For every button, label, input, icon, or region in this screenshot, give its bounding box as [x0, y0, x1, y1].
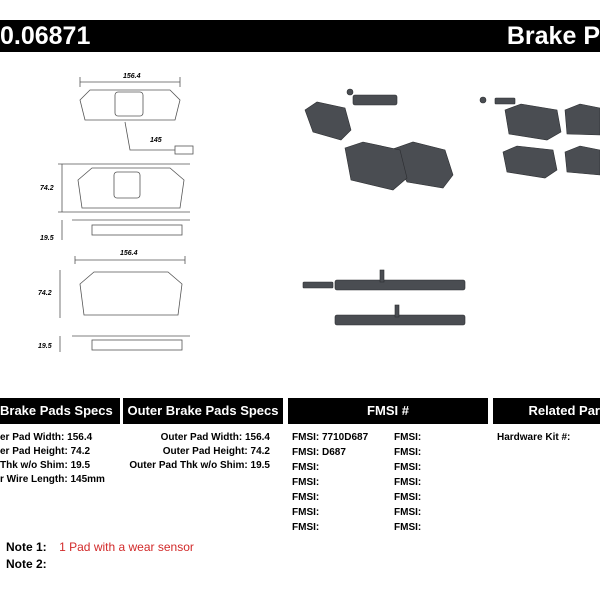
pad-set-side — [302, 269, 466, 326]
table-row: FMSI: FMSI: — [292, 522, 422, 533]
outer-specs-heading: Outer Brake Pads Specs — [123, 398, 283, 424]
pad-set-angled — [304, 88, 454, 191]
header-bar — [0, 20, 600, 52]
note-row: Note 2: — [6, 557, 47, 571]
pad-drawing-top-view — [79, 77, 194, 155]
dim-height-top: 74.2 — [40, 185, 54, 192]
dim-height-bottom: 74.2 — [38, 290, 52, 297]
inner-specs-table: er Pad Width: 156.4 er Pad Height: 74.2 … — [0, 432, 120, 488]
dim-width-bottom: 156.4 — [120, 250, 138, 257]
table-row: FMSI: FMSI: — [292, 507, 422, 518]
hardware-kit-label: Hardware Kit #: — [497, 432, 571, 443]
related-parts-heading: Related Par — [493, 398, 600, 424]
table-row: FMSI: FMSI: — [292, 477, 422, 488]
pad-drawing-bottom-view — [59, 256, 190, 352]
fmsi-heading: FMSI # — [288, 398, 488, 424]
technical-drawing: 156.4 145 74.2 19.5 156.4 74.2 19.5 — [38, 73, 194, 352]
table-row: FMSI: FMSI: — [292, 462, 422, 473]
spec-row: er Pad Height: 74.2 — [0, 446, 91, 457]
pad-drawing-height-view — [58, 163, 190, 240]
spec-row: Thk w/o Shim: 19.5 — [0, 460, 91, 471]
table-row: FMSI: FMSI: — [292, 492, 422, 503]
notes: Note 1: 1 Pad with a wear sensor Note 2: — [6, 538, 306, 572]
spec-row: r Wire Length: 145mm — [0, 474, 105, 485]
spec-row: Outer Pad Width: 156.4 — [160, 432, 270, 443]
dim-thickness-bottom: 19.5 — [38, 343, 52, 350]
document-title: Brake P — [506, 22, 600, 50]
outer-specs-table: Outer Pad Width: 156.4 Outer Pad Height:… — [120, 432, 270, 474]
pad-set-front — [479, 96, 600, 179]
dim-wire-length: 145 — [150, 137, 162, 144]
dim-thickness-top: 19.5 — [40, 235, 54, 242]
dim-width-top: 156.4 — [123, 73, 141, 80]
spec-row: er Pad Width: 156.4 — [0, 432, 93, 443]
part-number: 0.06871 — [0, 22, 91, 50]
spec-row: Outer Pad Thk w/o Shim: 19.5 — [129, 460, 270, 471]
inner-specs-heading: Brake Pads Specs — [0, 398, 120, 424]
product-photo — [302, 88, 600, 326]
note-row: Note 1: 1 Pad with a wear sensor — [6, 540, 194, 554]
spec-row: Outer Pad Height: 74.2 — [162, 446, 270, 457]
